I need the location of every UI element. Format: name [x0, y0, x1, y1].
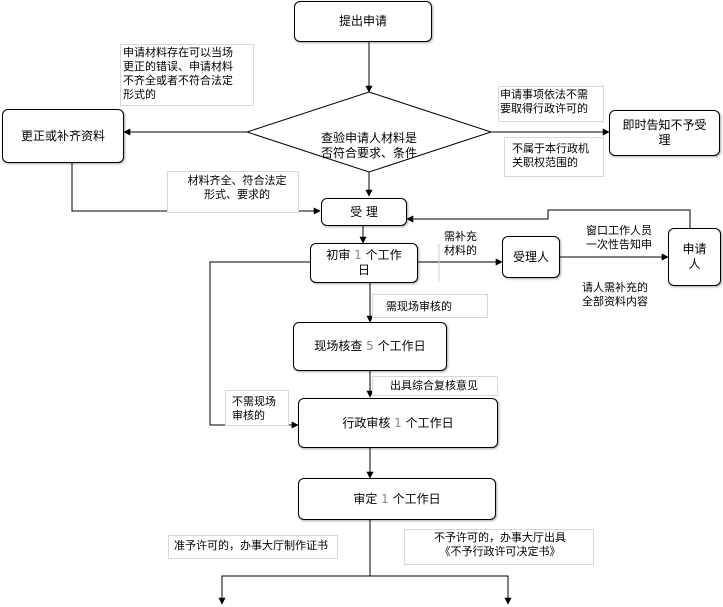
note-need-site: 需现场审核的 — [386, 300, 486, 314]
note-no-permit: 申请事项依法不需 要取得行政许可的 — [500, 88, 602, 116]
note-need-supplement: 需补充 材料的 — [444, 230, 488, 258]
node-accept: 受 理 — [321, 198, 407, 226]
node-site-check: 现场核查 5 个工作日 — [293, 322, 447, 371]
note-complete: 材料齐全、符合法定 形式、要求的 — [178, 174, 296, 202]
arrow-applicant-to-accept — [406, 209, 691, 228]
note-no-site: 不需现场 审核的 — [232, 395, 288, 423]
node-handler: 受理人 — [502, 236, 560, 278]
note-deny: 不予许可的，办事大厅出具 《不予行政许可决定书》 — [408, 531, 592, 559]
note-issue-opinion: 出具综合复核意见 — [390, 379, 496, 393]
node-notify-reject: 即时告知不予受 理 — [609, 110, 720, 156]
note-window-staff: 窗口工作人员 一次性告知申 — [586, 224, 666, 252]
note-correctable: 申请材料存在可以当场 更正的错误、申请材料 不齐全或者不符合法定 形式的 — [123, 46, 253, 102]
note-not-scope: 不属于本行政机 关职权范围的 — [512, 142, 602, 170]
node-correct: 更正或补齐资料 — [2, 109, 124, 163]
node-submit: 提出申请 — [294, 1, 432, 42]
check-diamond — [245, 91, 493, 173]
node-admin-review: 行政审核 1 个工作日 — [298, 398, 498, 448]
note-grant: 准予许可的，办事大厅制作证书 — [174, 539, 336, 553]
arrow-final-to-deny — [370, 575, 512, 605]
arrow-final-to-grant — [218, 520, 371, 605]
node-initial-review: 初审 1 个工作 日 — [310, 243, 418, 283]
node-applicant: 申请 人 — [668, 228, 721, 286]
node-check: 查验申请人材料是 否符合要求、条件 — [320, 131, 417, 160]
node-final-review: 审定 1 个工作日 — [298, 478, 496, 520]
note-supplement-content: 请人需补充的 全部资料内容 — [582, 281, 666, 309]
